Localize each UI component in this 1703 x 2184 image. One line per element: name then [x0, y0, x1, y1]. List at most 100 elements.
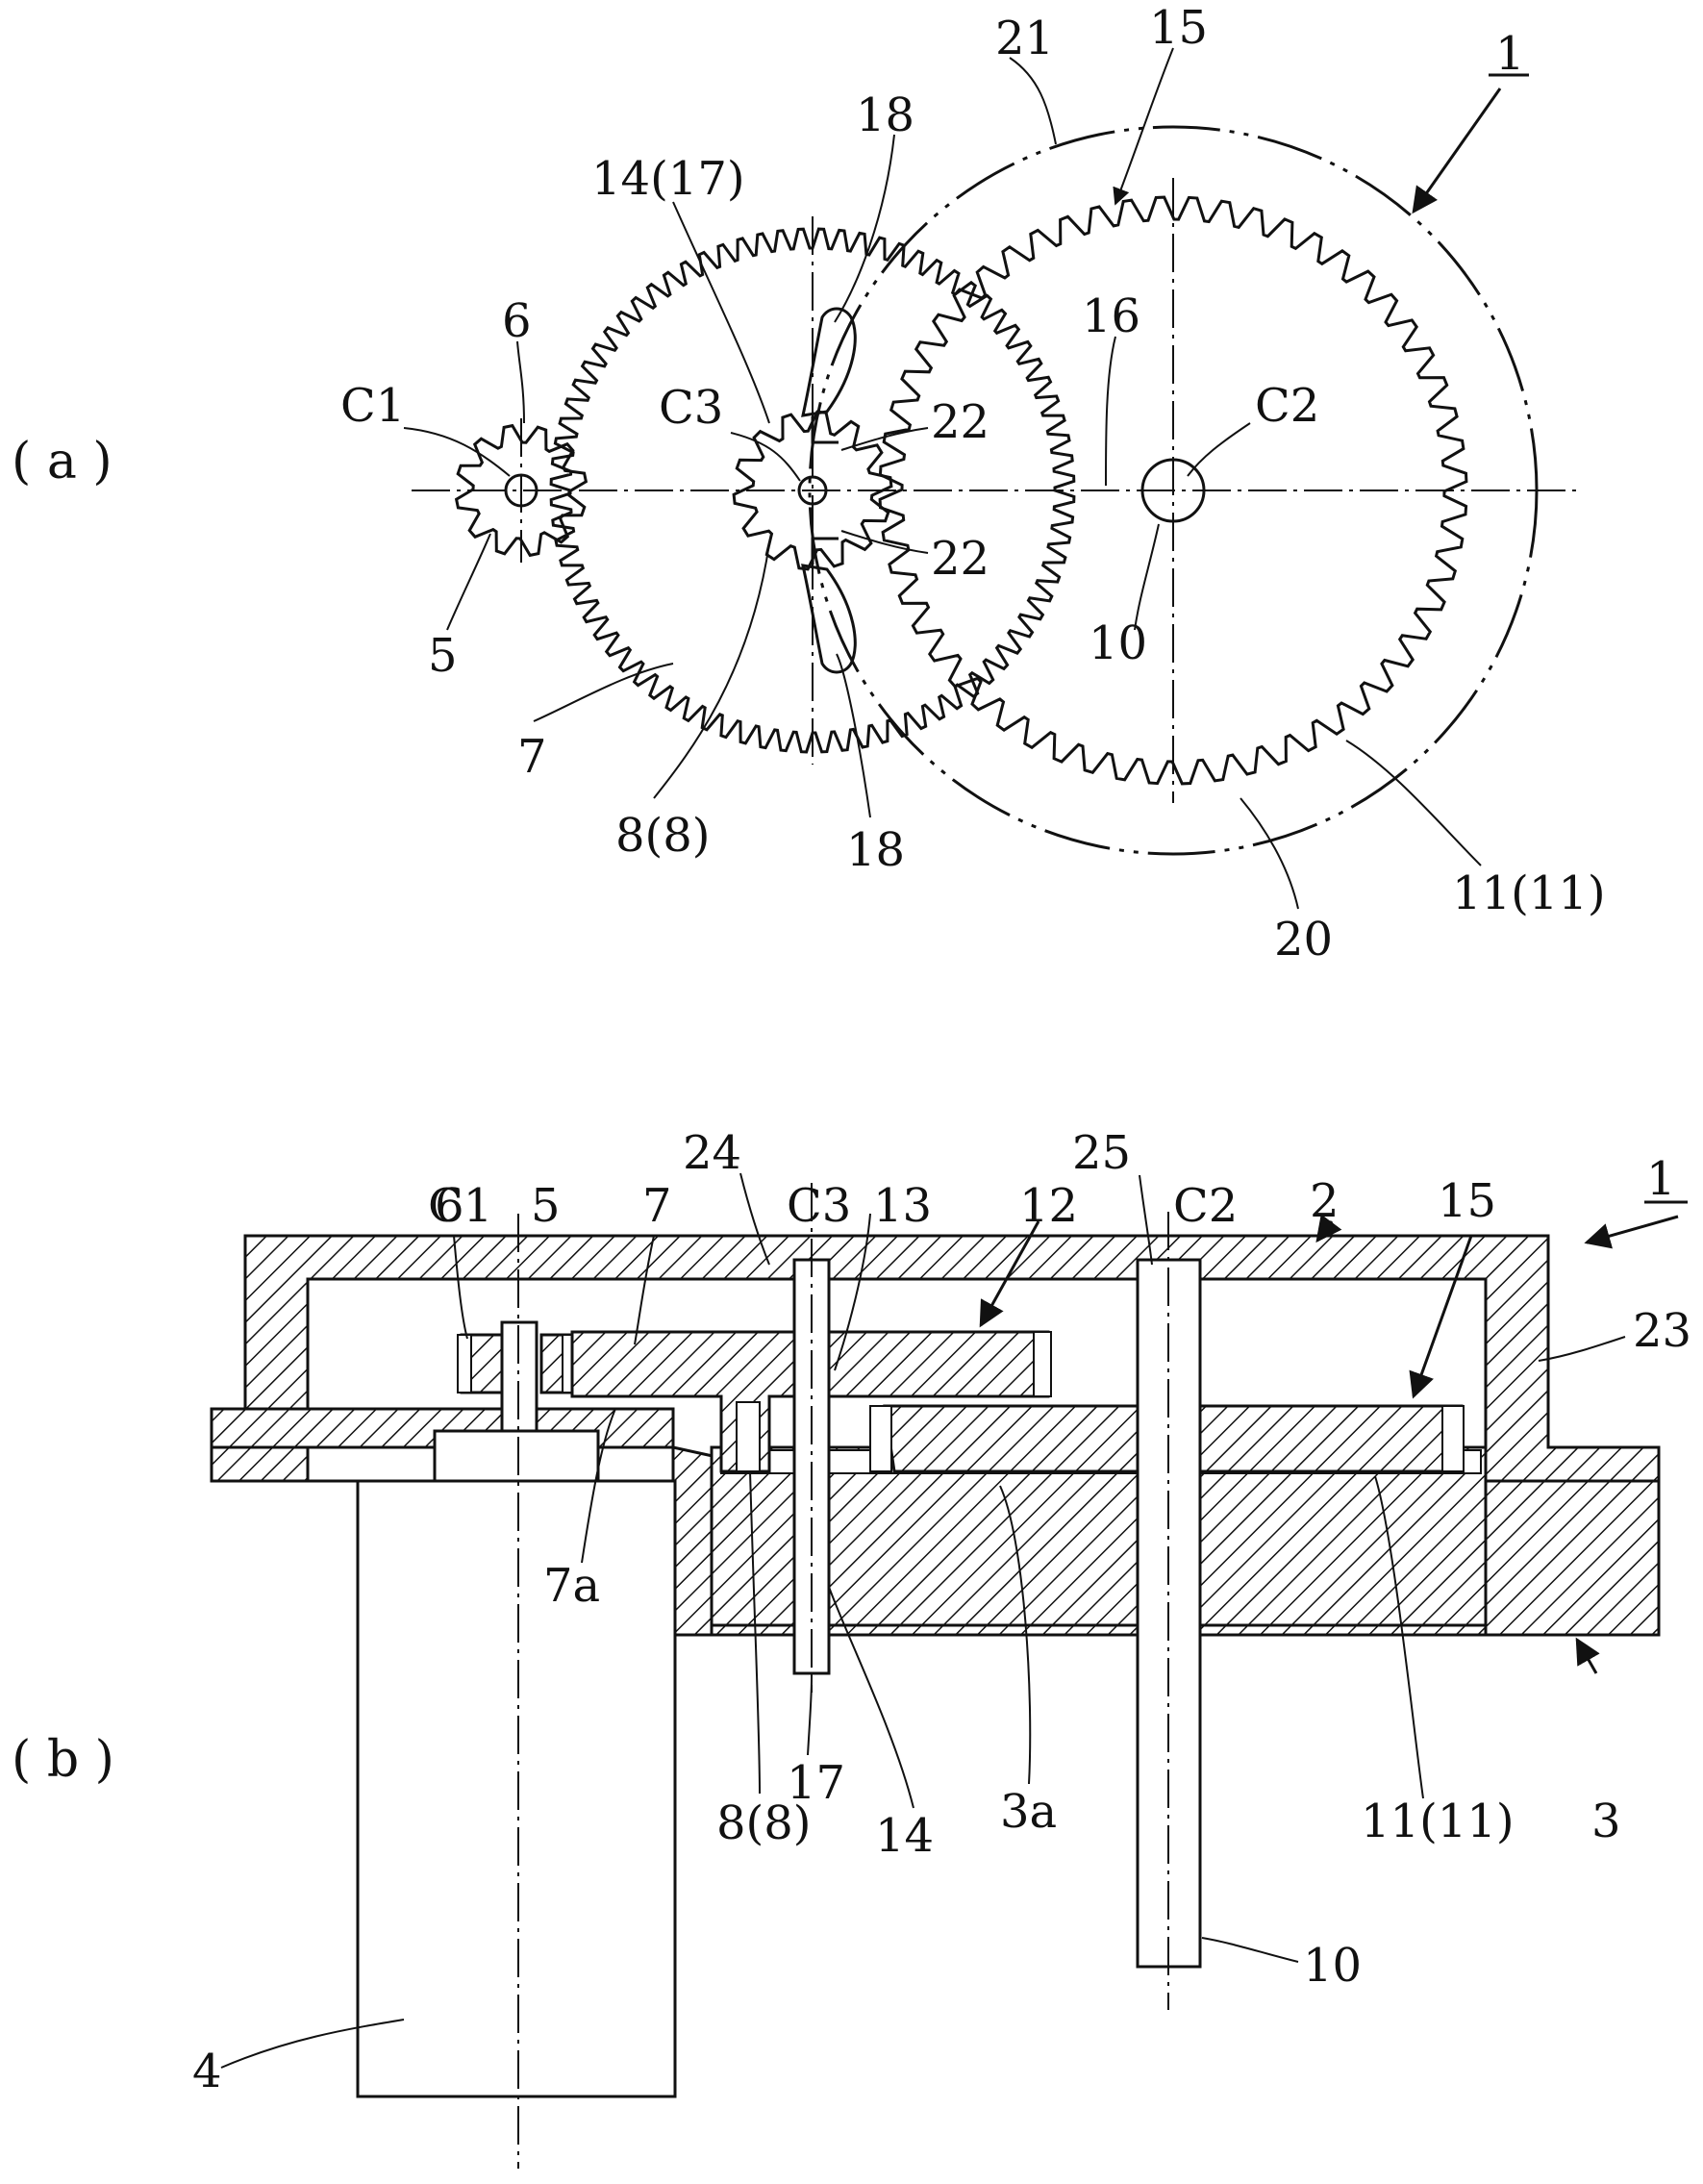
label-c2-b: C2 — [1173, 1179, 1238, 1233]
motor-4 — [356, 1479, 677, 2098]
figure-b-labels: ( b ) 24 25 6 C1 5 7 C3 13 12 C2 2 15 1 … — [12, 1126, 1691, 2098]
arrow-2 — [1315, 1214, 1342, 1243]
leader-c2 — [1187, 422, 1251, 477]
pinion-6 — [454, 423, 589, 558]
label-21: 21 — [995, 12, 1054, 65]
leader-18-top — [834, 134, 895, 323]
leader-18-bottom — [836, 653, 871, 818]
label-5-b: 5 — [531, 1179, 561, 1233]
pin-18-bottom-slot — [811, 537, 839, 565]
label-2: 2 — [1310, 1174, 1340, 1228]
shaft-5-hub — [504, 473, 538, 508]
label-23: 23 — [1633, 1304, 1691, 1358]
shaft-14-hub — [797, 475, 828, 506]
leader-c1 — [403, 427, 511, 477]
gear-7-tooth — [1033, 1331, 1052, 1397]
leader-c3 — [730, 432, 801, 482]
leader-3a — [999, 1485, 1032, 1785]
label-8-a: 8(8) — [615, 809, 711, 863]
label-20: 20 — [1274, 913, 1333, 966]
label-11-a: 11(11) — [1452, 866, 1606, 920]
pinion-8 — [732, 410, 893, 571]
label-22-bottom: 22 — [931, 532, 989, 586]
label-15-a: 15 — [1149, 1, 1208, 55]
panel-label-a: ( a ) — [12, 433, 113, 490]
leader-7-b — [634, 1235, 655, 1345]
leader-20 — [1240, 797, 1299, 910]
leader-22-bottom — [840, 530, 929, 554]
label-14-17: 14(17) — [591, 152, 745, 206]
leader-6 — [516, 340, 525, 424]
leader-7a — [581, 1408, 616, 1564]
pin-18-bottom — [801, 564, 857, 674]
label-8-b: 8(8) — [716, 1796, 812, 1850]
label-7-b: 7 — [642, 1179, 672, 1233]
label-10-a: 10 — [1089, 616, 1147, 670]
arrow-12 — [979, 1220, 1040, 1328]
pin-18-top-slot — [811, 416, 839, 444]
label-11-b: 11(11) — [1361, 1795, 1515, 1848]
figure-b — [210, 1172, 1688, 2169]
lower-plate-body — [710, 1445, 1488, 1627]
leader-23 — [1538, 1336, 1626, 1362]
leader-7 — [533, 663, 674, 722]
label-10-b: 10 — [1303, 1939, 1362, 1993]
leader-11-b — [1374, 1475, 1424, 1799]
leader-6-b — [453, 1235, 468, 1340]
leader-10-b — [1201, 1937, 1299, 1963]
leader-14-b — [828, 1586, 914, 1809]
label-12: 12 — [1019, 1179, 1078, 1233]
motor-boss — [433, 1429, 600, 1483]
leader-11 — [1345, 740, 1482, 866]
arrow-15-b — [1409, 1235, 1473, 1399]
label-assembly-1-b: 1 — [1646, 1152, 1676, 1206]
leader-24 — [739, 1172, 770, 1266]
label-5-a: 5 — [428, 629, 458, 683]
leader-14-17 — [672, 201, 770, 424]
label-14-b: 14 — [875, 1809, 934, 1863]
leader-21 — [1009, 57, 1057, 145]
figure-a — [403, 47, 1577, 910]
gear-11-tooth-left — [869, 1405, 892, 1472]
shaft-10-hub — [1140, 458, 1206, 523]
label-3: 3 — [1591, 1795, 1621, 1848]
pinion-8-tooth — [736, 1401, 761, 1472]
leader-22-top — [840, 427, 929, 451]
label-3a: 3a — [1000, 1785, 1057, 1839]
gear-11 — [878, 195, 1468, 786]
label-18-top: 18 — [856, 88, 914, 142]
label-6-b: 6 — [435, 1179, 464, 1233]
label-15-b: 15 — [1438, 1174, 1496, 1228]
leader-8 — [653, 542, 770, 799]
leader-10 — [1134, 523, 1160, 631]
arrow-3 — [1575, 1637, 1600, 1674]
figure-a-labels: ( a ) 1 21 15 18 14(17) 16 6 C1 C3 C2 22… — [12, 1, 1606, 966]
label-18-bottom: 18 — [846, 823, 905, 877]
label-17: 17 — [787, 1756, 845, 1810]
label-4: 4 — [192, 2045, 222, 2098]
assembly-arrow-a — [1412, 88, 1502, 214]
label-25: 25 — [1072, 1126, 1131, 1180]
leader-5 — [446, 533, 491, 631]
label-c1-b: C1 — [428, 1179, 492, 1233]
leader-25 — [1139, 1174, 1153, 1266]
label-13: 13 — [873, 1179, 932, 1233]
label-c3-b: C3 — [787, 1179, 851, 1233]
label-c3-a: C3 — [659, 381, 723, 435]
pinion-6-tooth-left — [457, 1334, 472, 1393]
gear-11-tooth — [1441, 1405, 1465, 1472]
label-c2-a: C2 — [1255, 379, 1319, 433]
panel-label-b: ( b ) — [12, 1731, 114, 1789]
label-24: 24 — [683, 1126, 741, 1180]
label-16: 16 — [1082, 289, 1140, 343]
label-c1-a: C1 — [340, 379, 405, 433]
leader-13 — [834, 1213, 871, 1371]
assembly-arrow-b — [1584, 1215, 1679, 1249]
leader-15 — [1113, 47, 1174, 206]
label-7a: 7a — [543, 1559, 600, 1613]
label-7-a: 7 — [517, 730, 547, 784]
leader-17 — [807, 1677, 813, 1756]
leader-16 — [1105, 336, 1116, 487]
